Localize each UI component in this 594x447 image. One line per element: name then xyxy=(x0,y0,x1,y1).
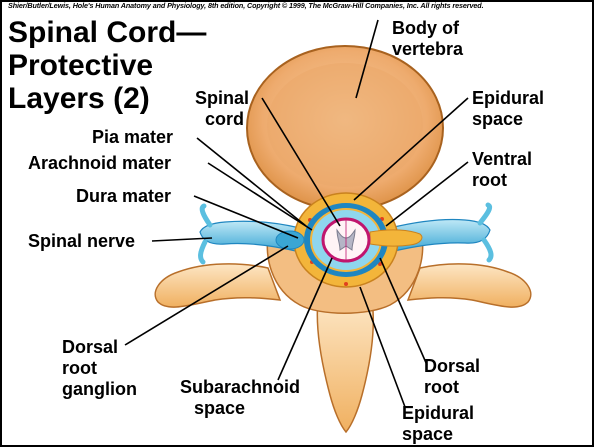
label-epidural-space-top-2: space xyxy=(472,110,523,129)
right-transverse-process xyxy=(408,264,531,307)
vertebral-body xyxy=(247,46,443,210)
label-dorsal-root-ganglion-3: ganglion xyxy=(62,380,137,399)
label-dorsal-root-ganglion-1: Dorsal xyxy=(62,338,118,357)
label-subarachnoid-space-1: Subarachnoid xyxy=(180,378,300,397)
label-dorsal-root-ganglion-2: root xyxy=(62,359,97,378)
label-ventral-root-1: Ventral xyxy=(472,150,532,169)
label-dura-mater: Dura mater xyxy=(76,187,171,206)
label-body-of-vertebra-2: vertebra xyxy=(392,40,463,59)
label-pia-mater: Pia mater xyxy=(92,128,173,147)
label-body-of-vertebra-1: Body of xyxy=(392,19,459,38)
label-ventral-root-2: root xyxy=(472,171,507,190)
label-subarachnoid-space-2: space xyxy=(194,399,245,418)
label-epidural-space-bottom-2: space xyxy=(402,425,453,444)
label-spinal-nerve: Spinal nerve xyxy=(28,232,135,251)
label-spinal-cord-1: Spinal xyxy=(195,89,249,108)
label-epidural-space-top-1: Epidural xyxy=(472,89,544,108)
ventral-root-band xyxy=(370,230,422,246)
dorsal-root-ganglion xyxy=(276,231,304,249)
label-dorsal-root-1: Dorsal xyxy=(424,357,480,376)
label-arachnoid-mater: Arachnoid mater xyxy=(28,154,171,173)
spinal-cord xyxy=(323,219,369,261)
left-transverse-process xyxy=(155,264,280,307)
label-epidural-space-bottom-1: Epidural xyxy=(402,404,474,423)
label-dorsal-root-2: root xyxy=(424,378,459,397)
spinous-process xyxy=(317,300,373,432)
label-spinal-cord-2: cord xyxy=(205,110,244,129)
